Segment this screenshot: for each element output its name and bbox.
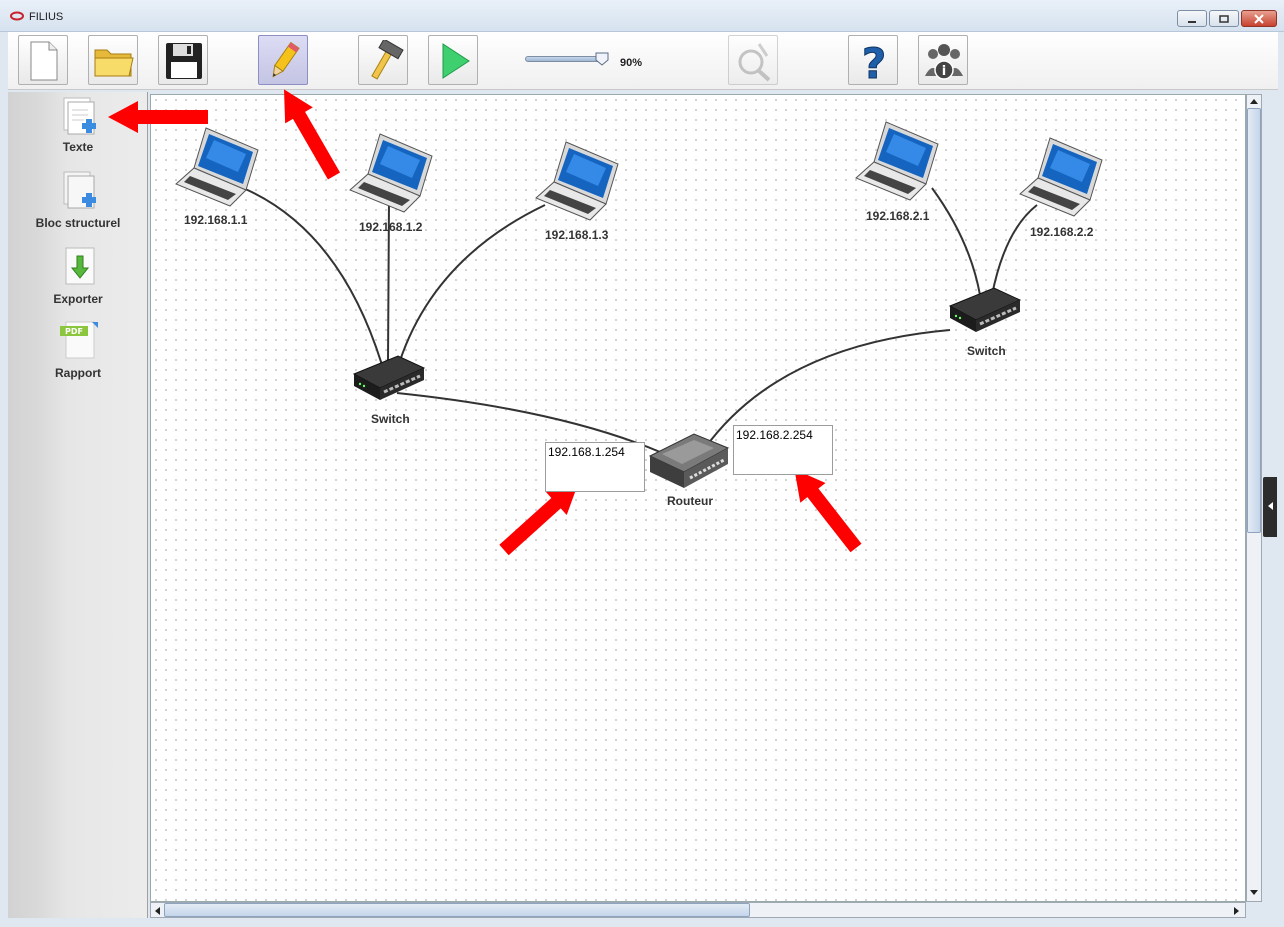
node-label-pc3: 192.168.1.3 xyxy=(545,228,609,242)
laptop-icon[interactable] xyxy=(1019,137,1103,217)
zoom-slider-thumb[interactable] xyxy=(595,52,609,66)
folder-icon xyxy=(94,49,134,77)
help-button[interactable]: ? xyxy=(848,35,898,85)
scroll-up-icon[interactable] xyxy=(1249,97,1259,105)
switch-icon[interactable] xyxy=(948,286,1022,334)
about-button[interactable]: i xyxy=(918,35,968,85)
question-icon: ? xyxy=(861,40,886,82)
node-label-pc5: 192.168.2.2 xyxy=(1030,225,1094,239)
collapse-side-panel-handle[interactable] xyxy=(1263,477,1277,537)
export-icon xyxy=(65,247,95,285)
annotation-arrow xyxy=(108,101,208,133)
palette-label-block: Bloc structurel xyxy=(35,216,121,230)
main-toolbar: 90% ? i xyxy=(8,32,1278,90)
add-text-icon xyxy=(63,97,96,135)
node-label-switch2: Switch xyxy=(967,344,1006,358)
svg-text:i: i xyxy=(942,64,946,79)
text-box-content: 192.168.2.254 xyxy=(736,428,813,442)
restore-icon xyxy=(1219,14,1229,23)
cable xyxy=(242,187,1038,453)
laptop-icon[interactable] xyxy=(855,121,939,201)
laptop-icon[interactable] xyxy=(535,141,619,221)
switch-icon[interactable] xyxy=(352,354,426,402)
save-file-button[interactable] xyxy=(158,35,208,85)
palette-label-text: Texte xyxy=(62,140,94,154)
network-canvas[interactable] xyxy=(150,94,1246,902)
network-drawing xyxy=(108,81,1103,562)
zoom-label: 90% xyxy=(620,57,643,69)
design-mode-button[interactable] xyxy=(258,35,308,85)
new-file-button[interactable] xyxy=(18,35,68,85)
build-button[interactable] xyxy=(358,35,408,85)
title-bar: FILIUS xyxy=(0,0,1284,32)
add-block-icon xyxy=(63,171,96,209)
palette-label-export: Exporter xyxy=(53,292,103,306)
minimize-icon xyxy=(1188,20,1196,23)
pencil-icon xyxy=(272,41,300,78)
laptop-icon[interactable] xyxy=(175,127,259,207)
horizontal-scroll-thumb[interactable] xyxy=(164,903,750,917)
pdf-badge: PDF xyxy=(65,327,83,336)
restore-button[interactable] xyxy=(1209,10,1239,27)
filius-app-icon xyxy=(10,11,24,21)
info-people-icon: i xyxy=(925,44,963,80)
node-label-pc2: 192.168.1.2 xyxy=(359,220,423,234)
node-label-pc4: 192.168.2.1 xyxy=(866,209,930,223)
scroll-left-icon[interactable] xyxy=(153,906,161,916)
text-box-content: 192.168.1.254 xyxy=(548,445,625,459)
vertical-scroll-thumb[interactable] xyxy=(1247,108,1261,533)
close-button[interactable] xyxy=(1241,10,1277,27)
sniffer-icon xyxy=(738,43,771,82)
play-icon xyxy=(442,43,470,79)
scroll-down-icon[interactable] xyxy=(1249,889,1259,897)
sniffer-button[interactable] xyxy=(728,35,778,85)
scroll-right-icon[interactable] xyxy=(1233,906,1241,916)
router-icon[interactable] xyxy=(648,432,730,490)
minimize-button[interactable] xyxy=(1177,10,1207,27)
text-box-lan2-gateway[interactable]: 192.168.2.254 xyxy=(733,425,833,475)
design-palette: Texte Bloc structurel Exporter PDF Rappo… xyxy=(8,92,148,918)
palette-label-report: Rapport xyxy=(55,366,101,380)
laptop-icon[interactable] xyxy=(349,133,433,213)
chevron-left-icon xyxy=(1268,502,1273,510)
close-icon xyxy=(1254,13,1264,24)
simulation-button[interactable] xyxy=(428,35,478,85)
node-label-switch1: Switch xyxy=(371,412,410,426)
window-title: FILIUS xyxy=(29,11,64,23)
pdf-report-icon: PDF xyxy=(60,321,98,359)
annotation-arrow xyxy=(270,81,348,184)
open-file-button[interactable] xyxy=(88,35,138,85)
node-label-router: Routeur xyxy=(667,494,713,508)
node-label-pc1: 192.168.1.1 xyxy=(184,213,248,227)
new-document-icon xyxy=(30,41,58,81)
floppy-disk-icon xyxy=(166,43,202,79)
text-box-lan1-gateway[interactable]: 192.168.1.254 xyxy=(545,442,645,492)
svg-text:?: ? xyxy=(862,40,886,82)
hammer-icon xyxy=(371,40,404,80)
